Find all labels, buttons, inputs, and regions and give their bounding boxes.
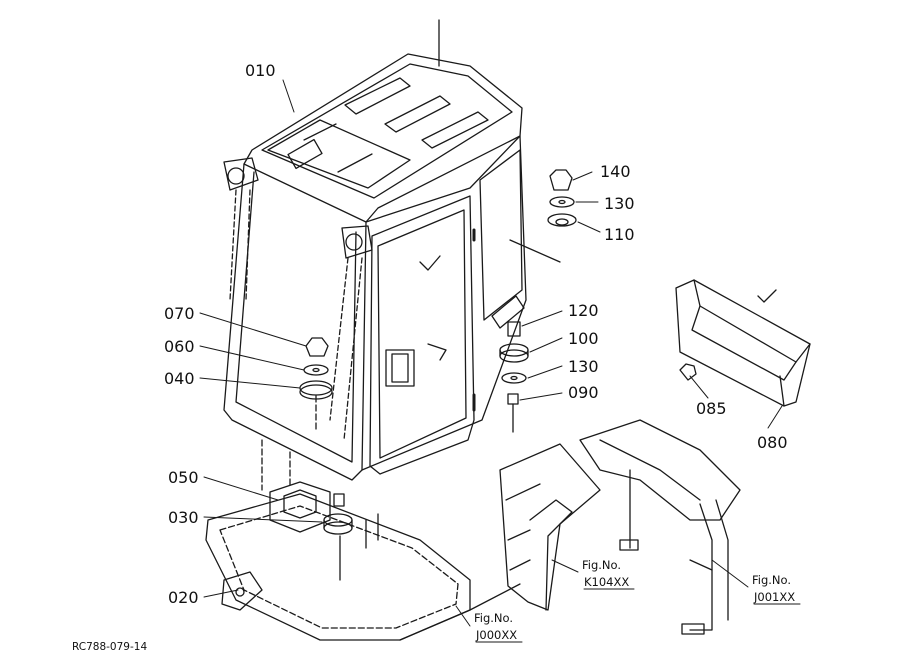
- cab-assembly: [223, 19, 561, 481]
- drawing-code: RC788-079-14: [72, 641, 147, 653]
- part-callout-110[interactable]: 110: [604, 225, 635, 244]
- part-callout-020[interactable]: 020: [168, 588, 199, 607]
- part-callout-130-upper[interactable]: 130: [604, 194, 635, 213]
- part-callout-130-lower[interactable]: 130: [568, 357, 599, 376]
- leader-lines: [199, 79, 783, 627]
- fig-ref-j001xx-label[interactable]: Fig.No.: [752, 573, 791, 587]
- cover-assembly: [675, 279, 811, 407]
- part-callout-080[interactable]: 080: [757, 433, 788, 452]
- part-callout-140[interactable]: 140: [600, 162, 631, 181]
- part-callout-060[interactable]: 060: [164, 337, 195, 356]
- front-mount-parts: [299, 337, 333, 431]
- fig-ref-j000xx-code[interactable]: J000XX: [475, 628, 517, 642]
- part-callout-040[interactable]: 040: [164, 369, 195, 388]
- part-callout-120[interactable]: 120: [568, 301, 599, 320]
- part-callouts: 010 140 130 110 070 060 040 120 100 130 …: [164, 61, 788, 607]
- part-callout-090[interactable]: 090: [568, 383, 599, 402]
- fender-and-frame: [499, 419, 741, 635]
- figure-references: Fig.No. K104XX Fig.No. J001XX Fig.No. J0…: [474, 558, 795, 642]
- part-callout-010[interactable]: 010: [245, 61, 276, 80]
- fig-ref-underlines: [475, 588, 801, 643]
- rear-mount-parts: [499, 169, 577, 433]
- fig-ref-j001xx-code[interactable]: J001XX: [753, 590, 795, 604]
- part-callout-050[interactable]: 050: [168, 468, 199, 487]
- fig-ref-j000xx-label[interactable]: Fig.No.: [474, 611, 513, 625]
- part-callout-030[interactable]: 030: [168, 508, 199, 527]
- fig-ref-k104xx-label[interactable]: Fig.No.: [582, 558, 621, 572]
- part-callout-070[interactable]: 070: [164, 304, 195, 323]
- part-callout-085[interactable]: 085: [696, 399, 727, 418]
- part-callout-100[interactable]: 100: [568, 329, 599, 348]
- base-frame: [205, 439, 521, 641]
- fig-ref-k104xx-code[interactable]: K104XX: [584, 575, 629, 589]
